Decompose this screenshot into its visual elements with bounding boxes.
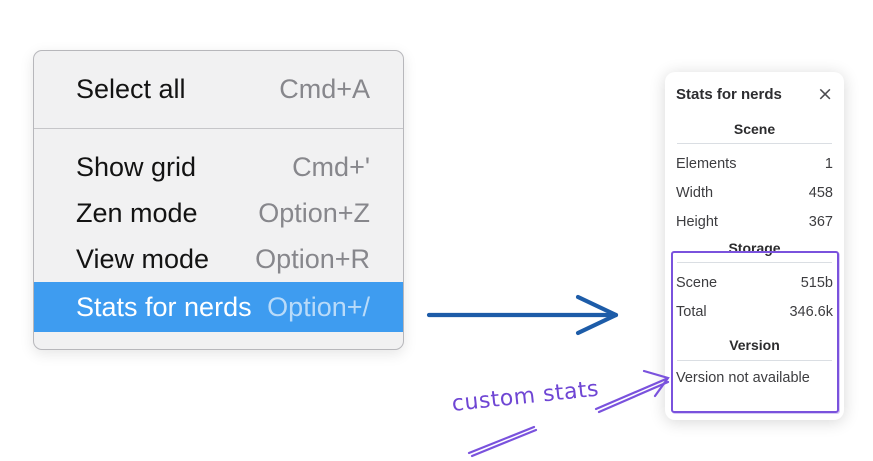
menu-item-zen-mode[interactable]: Zen mode Option+Z [34, 190, 403, 236]
stat-row-total-storage: Total 346.6k [676, 297, 833, 326]
stat-value: 346.6k [789, 303, 833, 320]
menu-item-shortcut: Option+/ [267, 291, 370, 322]
menu-item-shortcut: Cmd+A [279, 74, 370, 104]
menu-item-label: Show grid [76, 151, 197, 182]
menu-item-shortcut: Cmd+' [292, 151, 370, 182]
menu-item-label: Zen mode [76, 197, 198, 228]
stat-label: Scene [676, 274, 718, 291]
menu-item-stats-for-nerds[interactable]: Stats for nerds Option+/ [34, 282, 403, 332]
section-heading-scene: Scene [733, 121, 776, 137]
pointer-arrow [426, 294, 619, 336]
menu-item-select-all[interactable]: Select all Cmd+A [34, 51, 403, 128]
stat-value: 458 [808, 184, 833, 201]
stat-value: 367 [808, 213, 833, 230]
annotation-arrow [467, 369, 670, 458]
section-heading-storage: Storage [728, 240, 781, 256]
stats-panel: Stats for nerds × Scene Elements 1 Width… [665, 72, 844, 420]
context-menu: Select all Cmd+A Show grid Cmd+' Zen mod… [33, 50, 404, 350]
close-icon[interactable]: × [817, 83, 833, 105]
stat-row-width: Width 458 [676, 178, 833, 207]
menu-item-view-mode[interactable]: View mode Option+R [34, 236, 403, 282]
stat-label: Elements [676, 155, 737, 172]
divider [677, 360, 832, 361]
stat-value: 1 [824, 155, 833, 172]
menu-item-label: View mode [76, 243, 210, 274]
stats-panel-title: Stats for nerds [676, 86, 782, 103]
stat-label: Height [676, 213, 718, 230]
menu-item-shortcut: Option+R [255, 243, 370, 274]
section-heading-version: Version [729, 337, 780, 353]
stat-value: 515b [800, 274, 833, 291]
menu-item-show-grid[interactable]: Show grid Cmd+' [34, 144, 403, 190]
stat-label: Total [676, 303, 707, 320]
stat-row-elements: Elements 1 [676, 149, 833, 178]
stat-label: Width [676, 184, 714, 201]
divider [677, 262, 832, 263]
menu-item-label: Select all [76, 74, 186, 104]
menu-section-top: Select all Cmd+A [34, 51, 403, 129]
stat-row-height: Height 367 [676, 207, 833, 236]
stats-panel-header: Stats for nerds × [676, 83, 833, 105]
menu-item-shortcut: Option+Z [258, 197, 370, 228]
divider [677, 143, 832, 144]
version-note: Version not available [676, 370, 810, 386]
stat-row-scene-storage: Scene 515b [676, 268, 833, 297]
menu-item-label: Stats for nerds [76, 291, 252, 322]
menu-section-main: Show grid Cmd+' Zen mode Option+Z View m… [34, 129, 403, 349]
